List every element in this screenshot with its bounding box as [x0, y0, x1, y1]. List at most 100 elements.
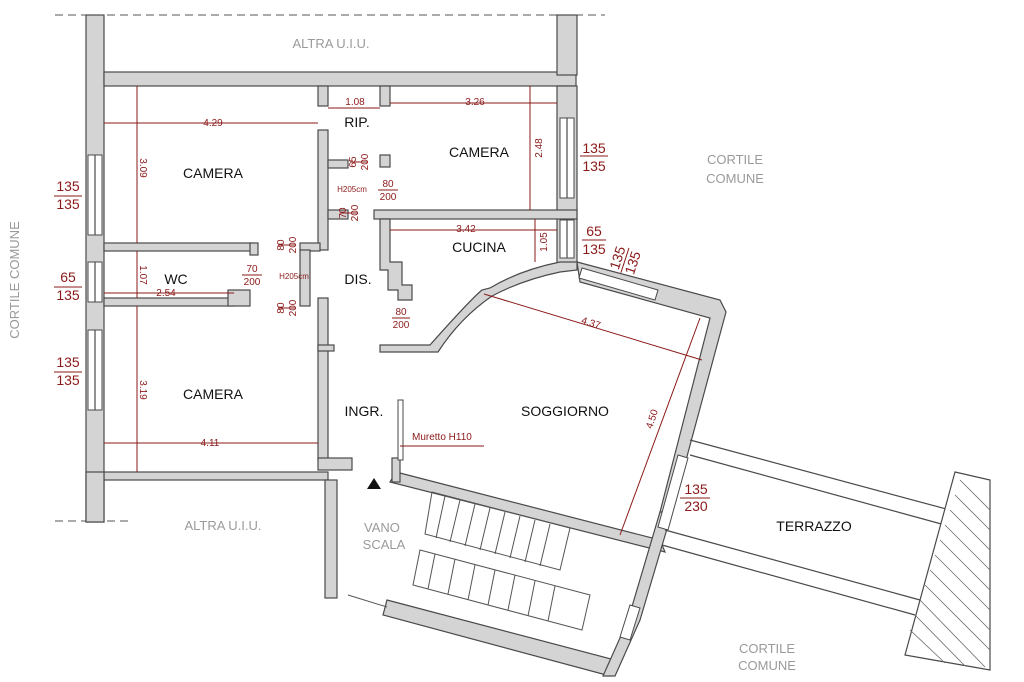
- dim-248: 2.48: [534, 138, 545, 158]
- room-camera-top-left: CAMERA: [183, 165, 244, 181]
- dr5-den: 200: [244, 277, 261, 288]
- wall-rip-c: [379, 85, 391, 107]
- w4-den: 135: [582, 158, 606, 174]
- room-dis: DIS.: [344, 271, 371, 287]
- room-scala: SCALA: [363, 537, 406, 552]
- w2-num: 65: [60, 269, 76, 285]
- w6-num: 135: [606, 244, 629, 271]
- stairs: [347, 491, 591, 631]
- dim-105: 1.05: [539, 232, 550, 252]
- dr7-num: 80: [395, 307, 407, 318]
- dim-326: 3.26: [465, 97, 485, 108]
- wall-rip-e: [327, 159, 349, 169]
- window-soggiorno-top: [578, 267, 659, 301]
- wall-entrance-right: [391, 457, 401, 483]
- fraction-bars: [54, 155, 710, 499]
- wall-wc-top-end: [249, 242, 259, 256]
- room-vano: VANO: [364, 520, 400, 535]
- dimension-lines: [104, 86, 703, 536]
- dim-319: 3.19: [137, 380, 148, 400]
- room-rip: RIP.: [344, 114, 369, 130]
- room-wc: WC: [164, 271, 187, 287]
- height-note-a: H205cm: [337, 185, 367, 194]
- dr4-num: 80: [276, 239, 287, 251]
- terrace-hatch-area: [904, 471, 991, 671]
- label-altra-top: ALTRA U.I.U.: [292, 36, 369, 51]
- label-cortile-bottom-1: CORTILE: [739, 641, 795, 656]
- w5-den: 135: [582, 241, 606, 257]
- wall-arc: [379, 261, 578, 353]
- w3-den: 135: [56, 372, 80, 388]
- room-camera-bottom-left: CAMERA: [183, 386, 244, 402]
- wall-stair-left: [324, 479, 338, 599]
- dr5-num: 70: [246, 264, 258, 275]
- label-cortile-right-2: COMUNE: [706, 171, 764, 186]
- wall-cucina-top: [373, 209, 578, 220]
- wall-soggiorno-bottom: [389, 471, 667, 553]
- w5-num: 65: [586, 223, 602, 239]
- room-ingr: INGR.: [345, 403, 384, 419]
- wall-wc-bottom: [103, 297, 235, 307]
- room-terrazzo: TERRAZZO: [776, 518, 852, 534]
- w1-num: 135: [56, 178, 80, 194]
- dim-254: 2.54: [156, 288, 176, 299]
- w7-den: 230: [684, 498, 708, 514]
- wall-rip-d: [379, 154, 391, 168]
- dim-342: 3.42: [456, 224, 476, 235]
- dr4-den: 200: [288, 236, 299, 253]
- dr2-den: 200: [380, 192, 397, 203]
- wall-dis-stub: [327, 209, 349, 220]
- room-camera-top-right: CAMERA: [449, 144, 510, 160]
- dim-309: 3.09: [137, 158, 148, 178]
- dr6-num: 80: [276, 302, 287, 314]
- wall-bottom-left: [103, 471, 329, 481]
- wall-rip-b: [317, 129, 329, 251]
- dr6-den: 200: [288, 299, 299, 316]
- dr3-num: 70: [338, 207, 349, 219]
- dim-108: 1.08: [345, 97, 365, 108]
- room-soggiorno: SOGGIORNO: [521, 403, 609, 419]
- wall-bottom-left-corner: [85, 471, 105, 523]
- entrance-arrow-icon: [367, 478, 381, 489]
- wall-cucina-left: [379, 218, 413, 301]
- window-stair: [619, 604, 641, 641]
- wall-top: [103, 71, 577, 87]
- muretto: [397, 399, 404, 461]
- wall-wc-right: [299, 249, 311, 307]
- terrace: [661, 439, 991, 671]
- wall-wc-top: [103, 242, 255, 252]
- height-note-b: H205cm: [279, 272, 309, 281]
- w2-den: 135: [56, 287, 80, 303]
- dr1-den: 200: [360, 153, 371, 170]
- dim-437: 4.37: [580, 316, 602, 332]
- wall-camera-bottom-right: [317, 297, 329, 461]
- window-soggiorno-terrace: [657, 454, 689, 531]
- w6-den: 135: [621, 249, 644, 276]
- wall-entrance-left: [317, 457, 353, 471]
- dim-411: 4.11: [201, 438, 220, 449]
- w7-num: 135: [684, 481, 708, 497]
- w1-den: 135: [56, 196, 80, 212]
- label-cortile-bottom-2: COMUNE: [738, 658, 796, 673]
- dim-450: 4.50: [644, 408, 661, 430]
- w3-num: 135: [56, 354, 80, 370]
- terrace-hatch: [909, 479, 991, 668]
- note-muretto: Muretto H110: [412, 432, 472, 443]
- dim-107: 1.07: [137, 265, 148, 285]
- room-cucina: CUCINA: [452, 239, 506, 255]
- w4-num: 135: [582, 140, 606, 156]
- wall-wc-bottom-end: [227, 289, 251, 307]
- dr2-num: 80: [382, 179, 394, 190]
- label-cortile-right-1: CORTILE: [707, 152, 763, 167]
- dr1-num: 65: [348, 156, 359, 168]
- wall-ingr-stub: [317, 344, 335, 352]
- dim-429: 4.29: [203, 118, 223, 129]
- label-altra-bottom: ALTRA U.I.U.: [184, 518, 261, 533]
- wall-rip-a: [317, 85, 329, 107]
- label-cortile-left: CORTILE COMUNE: [7, 221, 22, 339]
- wall-stair-bottom: [382, 599, 616, 677]
- dr3-den: 200: [350, 204, 361, 221]
- dr7-den: 200: [393, 320, 410, 331]
- wall-top-right-stub: [556, 14, 578, 76]
